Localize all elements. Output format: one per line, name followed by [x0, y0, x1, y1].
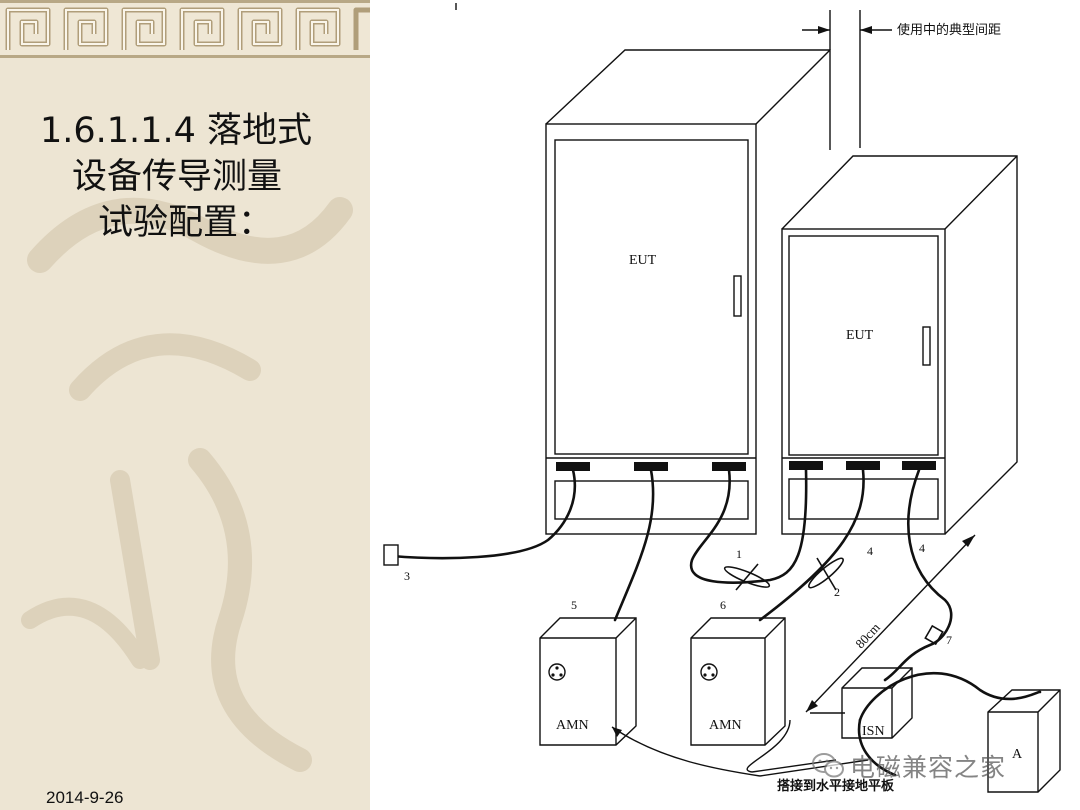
eut-cabinet-small: [781, 155, 1018, 458]
title-line-3: 试验配置：: [98, 203, 274, 243]
amn-box-left: [539, 617, 637, 746]
cable-to-isn: [883, 468, 953, 682]
title-line-1: 1.6.1.1.4 落地式: [40, 111, 312, 151]
callout-5: 5: [571, 598, 577, 612]
test-setup-diagram: 使用中的典型间距 EUT EUT AMN AMN ISN A 80cm 搭接到水…: [383, 3, 1061, 794]
cable-amn-right: [758, 468, 865, 622]
eut-label-small: EUT: [846, 328, 874, 343]
callout-6: 6: [720, 598, 726, 612]
callout-1: 1: [736, 547, 742, 561]
sidebar-panel: 1.6.1.1.4 落地式 设备传导测量 试验配置： 2014-9-26: [0, 0, 370, 810]
callout-4b: 4: [919, 541, 925, 555]
ae-box: [987, 689, 1061, 793]
watermark-text: 电磁兼容之家: [850, 753, 1007, 782]
background-watermark-art: [21, 197, 353, 772]
cable-amn-left: [613, 468, 655, 622]
chat-bubble-icon: [812, 753, 844, 778]
callout-3: 3: [404, 569, 410, 583]
callout-2: 2: [834, 585, 840, 599]
amn-box-right: [690, 617, 786, 746]
callout-7: 7: [946, 633, 952, 647]
amn-label-right: AMN: [709, 718, 742, 733]
amn-label-left: AMN: [556, 718, 589, 733]
cable-loop-1: [689, 468, 808, 584]
cable-isn-ae: [858, 671, 1042, 722]
callout-4a: 4: [867, 544, 873, 558]
channel-watermark: 电磁兼容之家: [812, 748, 1006, 784]
eut-label-large: EUT: [629, 253, 657, 268]
decorative-border-pattern: [0, 0, 370, 58]
slide-date: 2014-9-26: [46, 788, 124, 807]
slide-title: 1.6.1.1.4 落地式 设备传导测量 试验配置：: [40, 108, 360, 246]
eut-cabinet-large: [545, 49, 831, 150]
isn-label: ISN: [862, 724, 885, 739]
cable-mains-3: [390, 468, 577, 560]
ground-plane-label: 搭接到水平接地平板: [777, 778, 895, 794]
ae-label: A: [1012, 747, 1023, 762]
spacing-label: 使用中的典型间距: [897, 22, 1001, 38]
title-line-2: 设备传导测量: [72, 157, 283, 197]
